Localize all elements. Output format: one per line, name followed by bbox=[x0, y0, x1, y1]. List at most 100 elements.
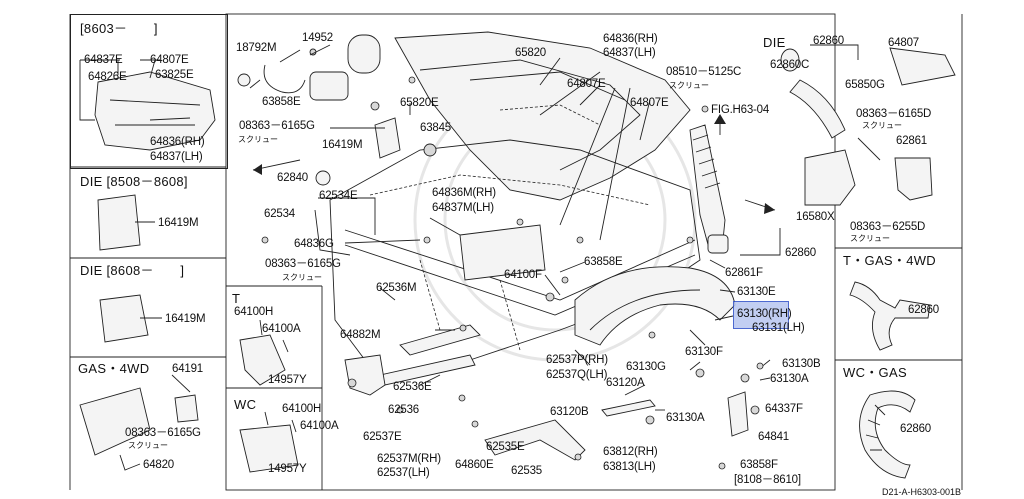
part-label[interactable]: 63130F bbox=[685, 346, 723, 358]
leader-64836m bbox=[429, 217, 461, 236]
p4-bracket bbox=[174, 394, 199, 423]
part-label[interactable]: 63813(LH) bbox=[603, 461, 656, 473]
part-label-highlighted[interactable]: 63130(RH) bbox=[737, 308, 792, 320]
part-label[interactable]: 64837(LH) bbox=[603, 47, 656, 59]
leader-62534 bbox=[314, 209, 351, 256]
part-label[interactable]: 64807E bbox=[150, 54, 189, 66]
part-label[interactable]: 64820 bbox=[143, 459, 174, 471]
leader-63130g bbox=[689, 361, 701, 371]
part-label[interactable]: 63130A bbox=[770, 373, 809, 385]
part-note: スクリュー bbox=[282, 273, 322, 282]
part-label[interactable]: 08363－6165G bbox=[125, 427, 201, 439]
hood-rib bbox=[469, 71, 626, 101]
part-label[interactable]: 08363－6165G bbox=[239, 120, 315, 132]
part-label[interactable]: 62537P(RH) bbox=[546, 354, 608, 366]
part-label[interactable]: 62860C bbox=[770, 59, 810, 71]
part-label[interactable]: 62534E bbox=[319, 190, 358, 202]
duct-elbow bbox=[707, 234, 729, 254]
fender-apron bbox=[574, 266, 736, 346]
bolts-group bbox=[261, 76, 764, 470]
part-label[interactable]: 64837E bbox=[84, 54, 123, 66]
part-label[interactable]: 65850G bbox=[845, 79, 885, 91]
part-label[interactable]: 64100A bbox=[300, 420, 339, 432]
part-label[interactable]: 62536E bbox=[393, 381, 432, 393]
part-label[interactable]: 62861 bbox=[896, 135, 927, 147]
part-label[interactable]: 64882M bbox=[340, 329, 381, 341]
part-label[interactable]: 64100F bbox=[504, 269, 542, 281]
part-label[interactable]: 63858F bbox=[740, 459, 778, 471]
part-label[interactable]: 62537M(RH) bbox=[377, 453, 441, 465]
part-label[interactable]: 64836M(RH) bbox=[432, 187, 496, 199]
part-label[interactable]: 63120B bbox=[550, 406, 589, 418]
part-label[interactable]: 63825E bbox=[155, 69, 194, 81]
part-label[interactable]: 63812(RH) bbox=[603, 446, 658, 458]
part-label[interactable]: 64841 bbox=[758, 431, 789, 443]
part-label[interactable]: 08510－5125C bbox=[666, 66, 742, 78]
die-part-62861 bbox=[894, 157, 933, 201]
part-label[interactable]: 08363－6165D bbox=[856, 108, 932, 120]
part-label[interactable]: 62537(LH) bbox=[377, 467, 430, 479]
part-label[interactable]: 63130G bbox=[626, 361, 666, 373]
part-label[interactable]: 64836(RH) bbox=[150, 136, 205, 148]
part-label[interactable]: 14952 bbox=[302, 32, 333, 44]
part-label[interactable]: 63120A bbox=[606, 377, 645, 389]
panel-header-wc: WC bbox=[234, 397, 257, 412]
part-label[interactable]: 62860 bbox=[785, 247, 816, 259]
part-label[interactable]: 62840 bbox=[277, 172, 308, 184]
bracket-64841 bbox=[727, 391, 749, 437]
wc-duct-ribs bbox=[865, 404, 886, 451]
part-label[interactable]: 16580X bbox=[796, 211, 835, 223]
part-label[interactable]: 64837M(LH) bbox=[432, 202, 494, 214]
part-label[interactable]: 14957Y bbox=[268, 374, 307, 386]
center-bracket bbox=[459, 224, 546, 281]
part-label[interactable]: 18792M bbox=[236, 42, 277, 54]
part-label[interactable]: 63131(LH) bbox=[752, 322, 805, 334]
part-label[interactable]: 64100H bbox=[282, 403, 322, 415]
part-label[interactable]: 65820 bbox=[515, 47, 546, 59]
part-label[interactable]: 65820E bbox=[400, 97, 439, 109]
part-label[interactable]: 64337F bbox=[765, 403, 803, 415]
part-label[interactable]: 16419M bbox=[158, 217, 199, 229]
part-label[interactable]: 64837(LH) bbox=[150, 151, 203, 163]
part-label[interactable]: 62860 bbox=[900, 423, 931, 435]
stay-63120b bbox=[601, 399, 656, 417]
part-label[interactable]: 64100A bbox=[262, 323, 301, 335]
part-label[interactable]: 62534 bbox=[264, 208, 295, 220]
part-label[interactable]: 14957Y bbox=[268, 463, 307, 475]
part-label[interactable]: 64100H bbox=[234, 306, 274, 318]
part-label[interactable]: 62861F bbox=[725, 267, 763, 279]
clamp-14952 bbox=[309, 71, 349, 101]
figure-reference[interactable]: FIG.H63-04 bbox=[711, 104, 770, 116]
part-label[interactable]: 64826E bbox=[88, 71, 127, 83]
part-highlight-63130[interactable] bbox=[733, 301, 789, 329]
part-label[interactable]: 64807 bbox=[888, 37, 919, 49]
part-label[interactable]: 62536 bbox=[388, 404, 419, 416]
part-label[interactable]: 63858E bbox=[584, 256, 623, 268]
part-label[interactable]: 64860E bbox=[455, 459, 494, 471]
part-label[interactable]: 63130B bbox=[782, 358, 821, 370]
part-label[interactable]: 63858E bbox=[262, 96, 301, 108]
part-label[interactable]: 16419M bbox=[165, 313, 206, 325]
part-label[interactable]: 62535 bbox=[511, 465, 542, 477]
part-label[interactable]: 62860 bbox=[813, 35, 844, 47]
part-label[interactable]: 62537Q(LH) bbox=[546, 369, 608, 381]
part-label[interactable]: 64191 bbox=[172, 363, 203, 375]
part-label[interactable]: 64836(RH) bbox=[603, 33, 658, 45]
part-label[interactable]: 63130E bbox=[737, 286, 776, 298]
part-label[interactable]: 62535E bbox=[486, 441, 525, 453]
part-label[interactable]: 64807E bbox=[567, 78, 606, 90]
part-label[interactable]: 63845 bbox=[420, 122, 451, 134]
part-label[interactable]: 62537E bbox=[363, 431, 402, 443]
leader-top-left bbox=[249, 44, 331, 89]
part-label[interactable]: 63130A bbox=[666, 412, 705, 424]
part-label[interactable]: 64807E bbox=[630, 97, 669, 109]
panel-header-die-8608: DIE [8608－ ] bbox=[80, 263, 185, 278]
part-label[interactable]: 64836G bbox=[294, 238, 334, 250]
part-label[interactable]: 16419M bbox=[322, 139, 363, 151]
part-label[interactable]: 08363－6255D bbox=[850, 221, 926, 233]
part-note: スクリュー bbox=[862, 121, 902, 130]
part-label[interactable]: 08363－6165G bbox=[265, 258, 341, 270]
part-label[interactable]: 62536M bbox=[376, 282, 417, 294]
part-label[interactable]: 62860 bbox=[908, 304, 939, 316]
